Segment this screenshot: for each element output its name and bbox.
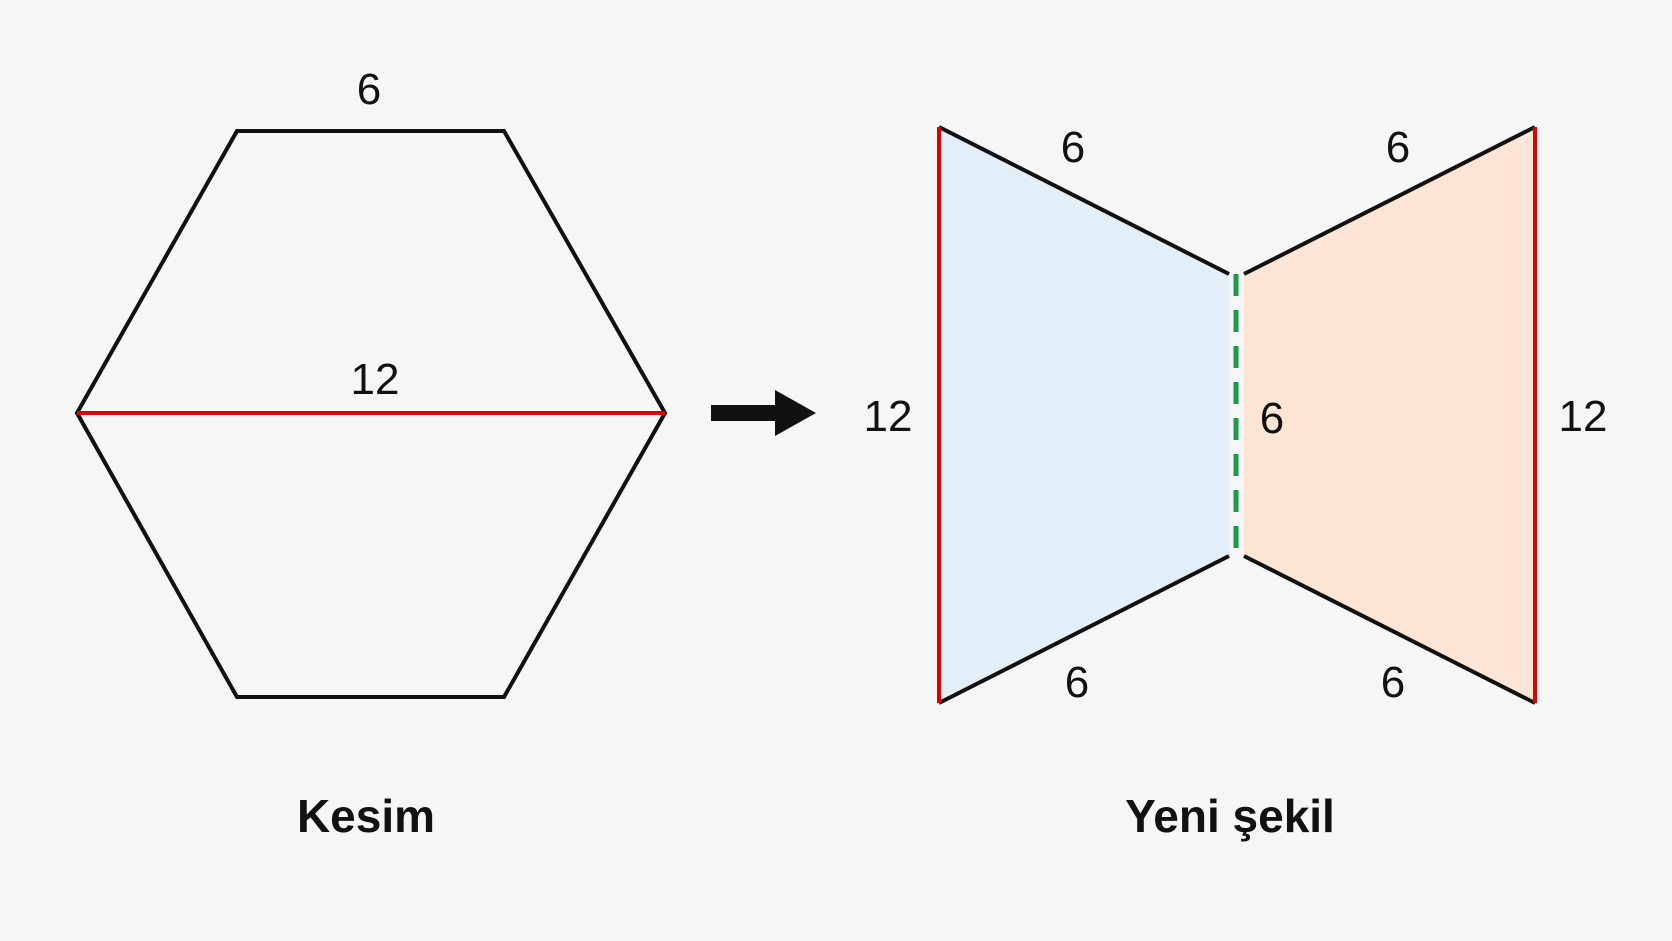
hexagon-top-edge-label: 6 — [357, 65, 381, 114]
right-side-length-label: 12 — [1559, 392, 1608, 441]
right-piece-fill — [1244, 127, 1535, 703]
bowtie-figure: 6 6 6 6 12 12 6 Yeni şekil — [864, 123, 1608, 842]
hexagon-figure: 6 12 Kesim — [74, 65, 668, 842]
left-piece-upper-edge — [938, 125, 1230, 276]
hexagon-cut-length-label: 12 — [351, 355, 400, 404]
left-piece-fill — [939, 127, 1229, 703]
right-arrow-icon — [711, 390, 816, 436]
right-piece-lower-edge — [1243, 554, 1536, 705]
left-side-length-label: 12 — [864, 392, 913, 441]
bowtie-caption: Yeni şekil — [1125, 790, 1335, 842]
right-piece-lower-label: 6 — [1381, 658, 1405, 707]
middle-length-label: 6 — [1260, 394, 1284, 443]
left-piece-lower-label: 6 — [1065, 658, 1089, 707]
left-piece-upper-label: 6 — [1061, 123, 1085, 172]
left-piece-lower-edge — [938, 554, 1230, 705]
right-piece-upper-edge — [1243, 125, 1536, 276]
right-piece-upper-label: 6 — [1386, 123, 1410, 172]
hexagon-caption: Kesim — [297, 790, 435, 842]
